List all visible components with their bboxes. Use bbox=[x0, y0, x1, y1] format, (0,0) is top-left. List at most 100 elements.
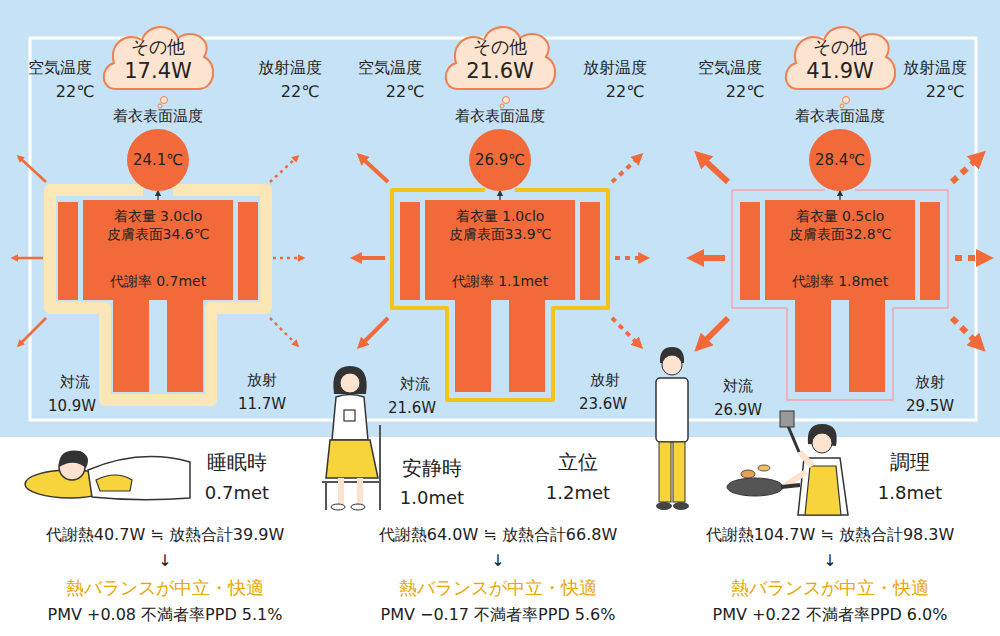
man-trousers bbox=[659, 442, 671, 502]
pan-handle bbox=[781, 485, 800, 487]
node-text: その他 bbox=[813, 36, 867, 59]
node-text: 着衣量 3.0clo bbox=[114, 208, 203, 226]
body-box: 着衣量 3.0clo皮膚表面34.6℃ 代謝率 0.7met bbox=[83, 200, 233, 300]
radiation-arrow bbox=[270, 158, 296, 182]
food bbox=[741, 470, 755, 478]
convection-arrow bbox=[20, 318, 46, 344]
radiation-arrow bbox=[270, 318, 296, 344]
food bbox=[758, 465, 770, 471]
convection-arrow bbox=[362, 318, 388, 344]
cloud-outline bbox=[104, 27, 213, 89]
woman-shoe bbox=[351, 504, 365, 510]
thought-bubble bbox=[503, 97, 510, 104]
room-temperature: 22℃ bbox=[56, 82, 94, 101]
node-text: 着衣量 0.5clo bbox=[796, 208, 885, 226]
body-box: 着衣量 1.0clo皮膚表面33.9℃代謝率 1.1met bbox=[425, 200, 575, 300]
room-temperature: 空気温度 bbox=[358, 58, 422, 77]
radiation-arrow bbox=[955, 255, 983, 261]
heat-arrow bbox=[499, 191, 500, 200]
man-trousers bbox=[673, 442, 685, 502]
clothing-outline bbox=[50, 190, 266, 400]
cook-apron bbox=[805, 466, 841, 515]
cloud-outline bbox=[446, 27, 555, 89]
node-text: 28.4℃ bbox=[815, 151, 865, 170]
leg bbox=[455, 296, 491, 392]
chair-back bbox=[379, 425, 381, 510]
room-temperature: 空気温度 bbox=[698, 58, 762, 77]
pmv-value: PMV −0.17 不満者率PPD 5.6% bbox=[381, 605, 616, 624]
cloud-shape bbox=[98, 21, 218, 95]
leg bbox=[795, 296, 831, 392]
node-text: 41.9W bbox=[806, 58, 874, 84]
node-text: 代謝率 0.7met bbox=[110, 273, 206, 291]
blanket bbox=[88, 457, 190, 500]
activity-label: 1.0met bbox=[400, 487, 464, 509]
convection-arrow bbox=[15, 257, 43, 260]
sleeper-hair bbox=[59, 451, 88, 468]
woman-sweater bbox=[332, 395, 368, 441]
room-temperature: 22℃ bbox=[606, 82, 644, 101]
heat-arrow bbox=[157, 191, 158, 200]
down-arrow-text: ↓ bbox=[158, 551, 171, 570]
heat-loss-value: 21.6W bbox=[388, 399, 436, 417]
cook-arm bbox=[786, 472, 806, 485]
room-border bbox=[30, 38, 976, 420]
heat-equation: 代謝熱40.7W ≒ 放熱合計39.9W bbox=[46, 525, 284, 544]
pmv-value: PMV +0.08 不満者率PPD 5.1% bbox=[48, 605, 283, 624]
node-text: 皮膚表面33.9℃ bbox=[449, 226, 552, 244]
radiation-arrow bbox=[952, 318, 978, 344]
spatula-head bbox=[780, 411, 794, 427]
thought-cloud: その他21.6W bbox=[440, 21, 560, 95]
woman-leg bbox=[357, 478, 363, 504]
room-temperature: 22℃ bbox=[726, 82, 764, 101]
room-temperature: 22℃ bbox=[281, 82, 319, 101]
leg bbox=[509, 296, 545, 392]
heat-arrow bbox=[839, 191, 840, 200]
woman-face bbox=[340, 373, 360, 393]
woman-hair bbox=[333, 366, 366, 394]
cloud-shape bbox=[780, 21, 900, 95]
head-circle: 着衣表面温度24.1℃ bbox=[127, 129, 189, 191]
chair-seat bbox=[322, 481, 380, 483]
node-text: 皮膚表面34.6℃ bbox=[107, 226, 210, 244]
heat-loss-value: 放射 bbox=[590, 371, 620, 389]
radiation-arrow bbox=[615, 256, 643, 260]
balance-note: 熱バランスが中立・快適 bbox=[66, 577, 264, 599]
head-circle: 着衣表面温度28.4℃ bbox=[809, 129, 871, 191]
clothing-outline bbox=[732, 190, 948, 400]
body-box: 着衣量 0.5clo皮膚表面32.8℃代謝率 1.8met bbox=[765, 200, 915, 300]
man-shoe bbox=[656, 502, 672, 510]
node-text: 24.1℃ bbox=[133, 151, 183, 170]
arm bbox=[400, 202, 420, 300]
node-text: 着衣量 1.0clo bbox=[456, 208, 545, 226]
leg bbox=[849, 296, 885, 392]
heat-equation: 代謝熱64.0W ≒ 放熱合計66.8W bbox=[379, 525, 617, 544]
convection-arrow bbox=[362, 158, 388, 182]
node-text: その他 bbox=[131, 36, 185, 59]
convection-arrow bbox=[357, 256, 385, 260]
heat-loss-value: 放射 bbox=[247, 371, 277, 389]
heat-loss-value: 放射 bbox=[915, 373, 945, 391]
heat-equation: 代謝熱104.7W ≒ 放熱合計98.3W bbox=[706, 525, 955, 544]
cook-arm bbox=[800, 452, 812, 466]
node-text: 代謝率 1.8met bbox=[792, 273, 888, 291]
balance-note: 熱バランスが中立・快適 bbox=[731, 577, 929, 599]
room-panel bbox=[0, 0, 1000, 437]
activity-label: 1.2met bbox=[546, 482, 610, 504]
radiation-arrow bbox=[273, 257, 301, 260]
leg bbox=[167, 296, 203, 392]
room-temperature: 22℃ bbox=[386, 82, 424, 101]
node-text: 着衣表面温度 bbox=[113, 107, 203, 126]
room-temperature: 放射温度 bbox=[258, 58, 322, 77]
leg bbox=[113, 296, 149, 392]
heat-loss-value: 対流 bbox=[723, 377, 753, 395]
node-text: 26.9℃ bbox=[475, 151, 525, 170]
thought-cloud: その他41.9W bbox=[780, 21, 900, 95]
cook-shirt bbox=[798, 458, 848, 515]
activity-label: 立位 bbox=[558, 450, 598, 474]
radiation-arrow bbox=[612, 158, 638, 182]
woman-shoe bbox=[331, 504, 345, 510]
heat-loss-value: 対流 bbox=[60, 373, 90, 391]
cloud-shape bbox=[440, 21, 560, 95]
